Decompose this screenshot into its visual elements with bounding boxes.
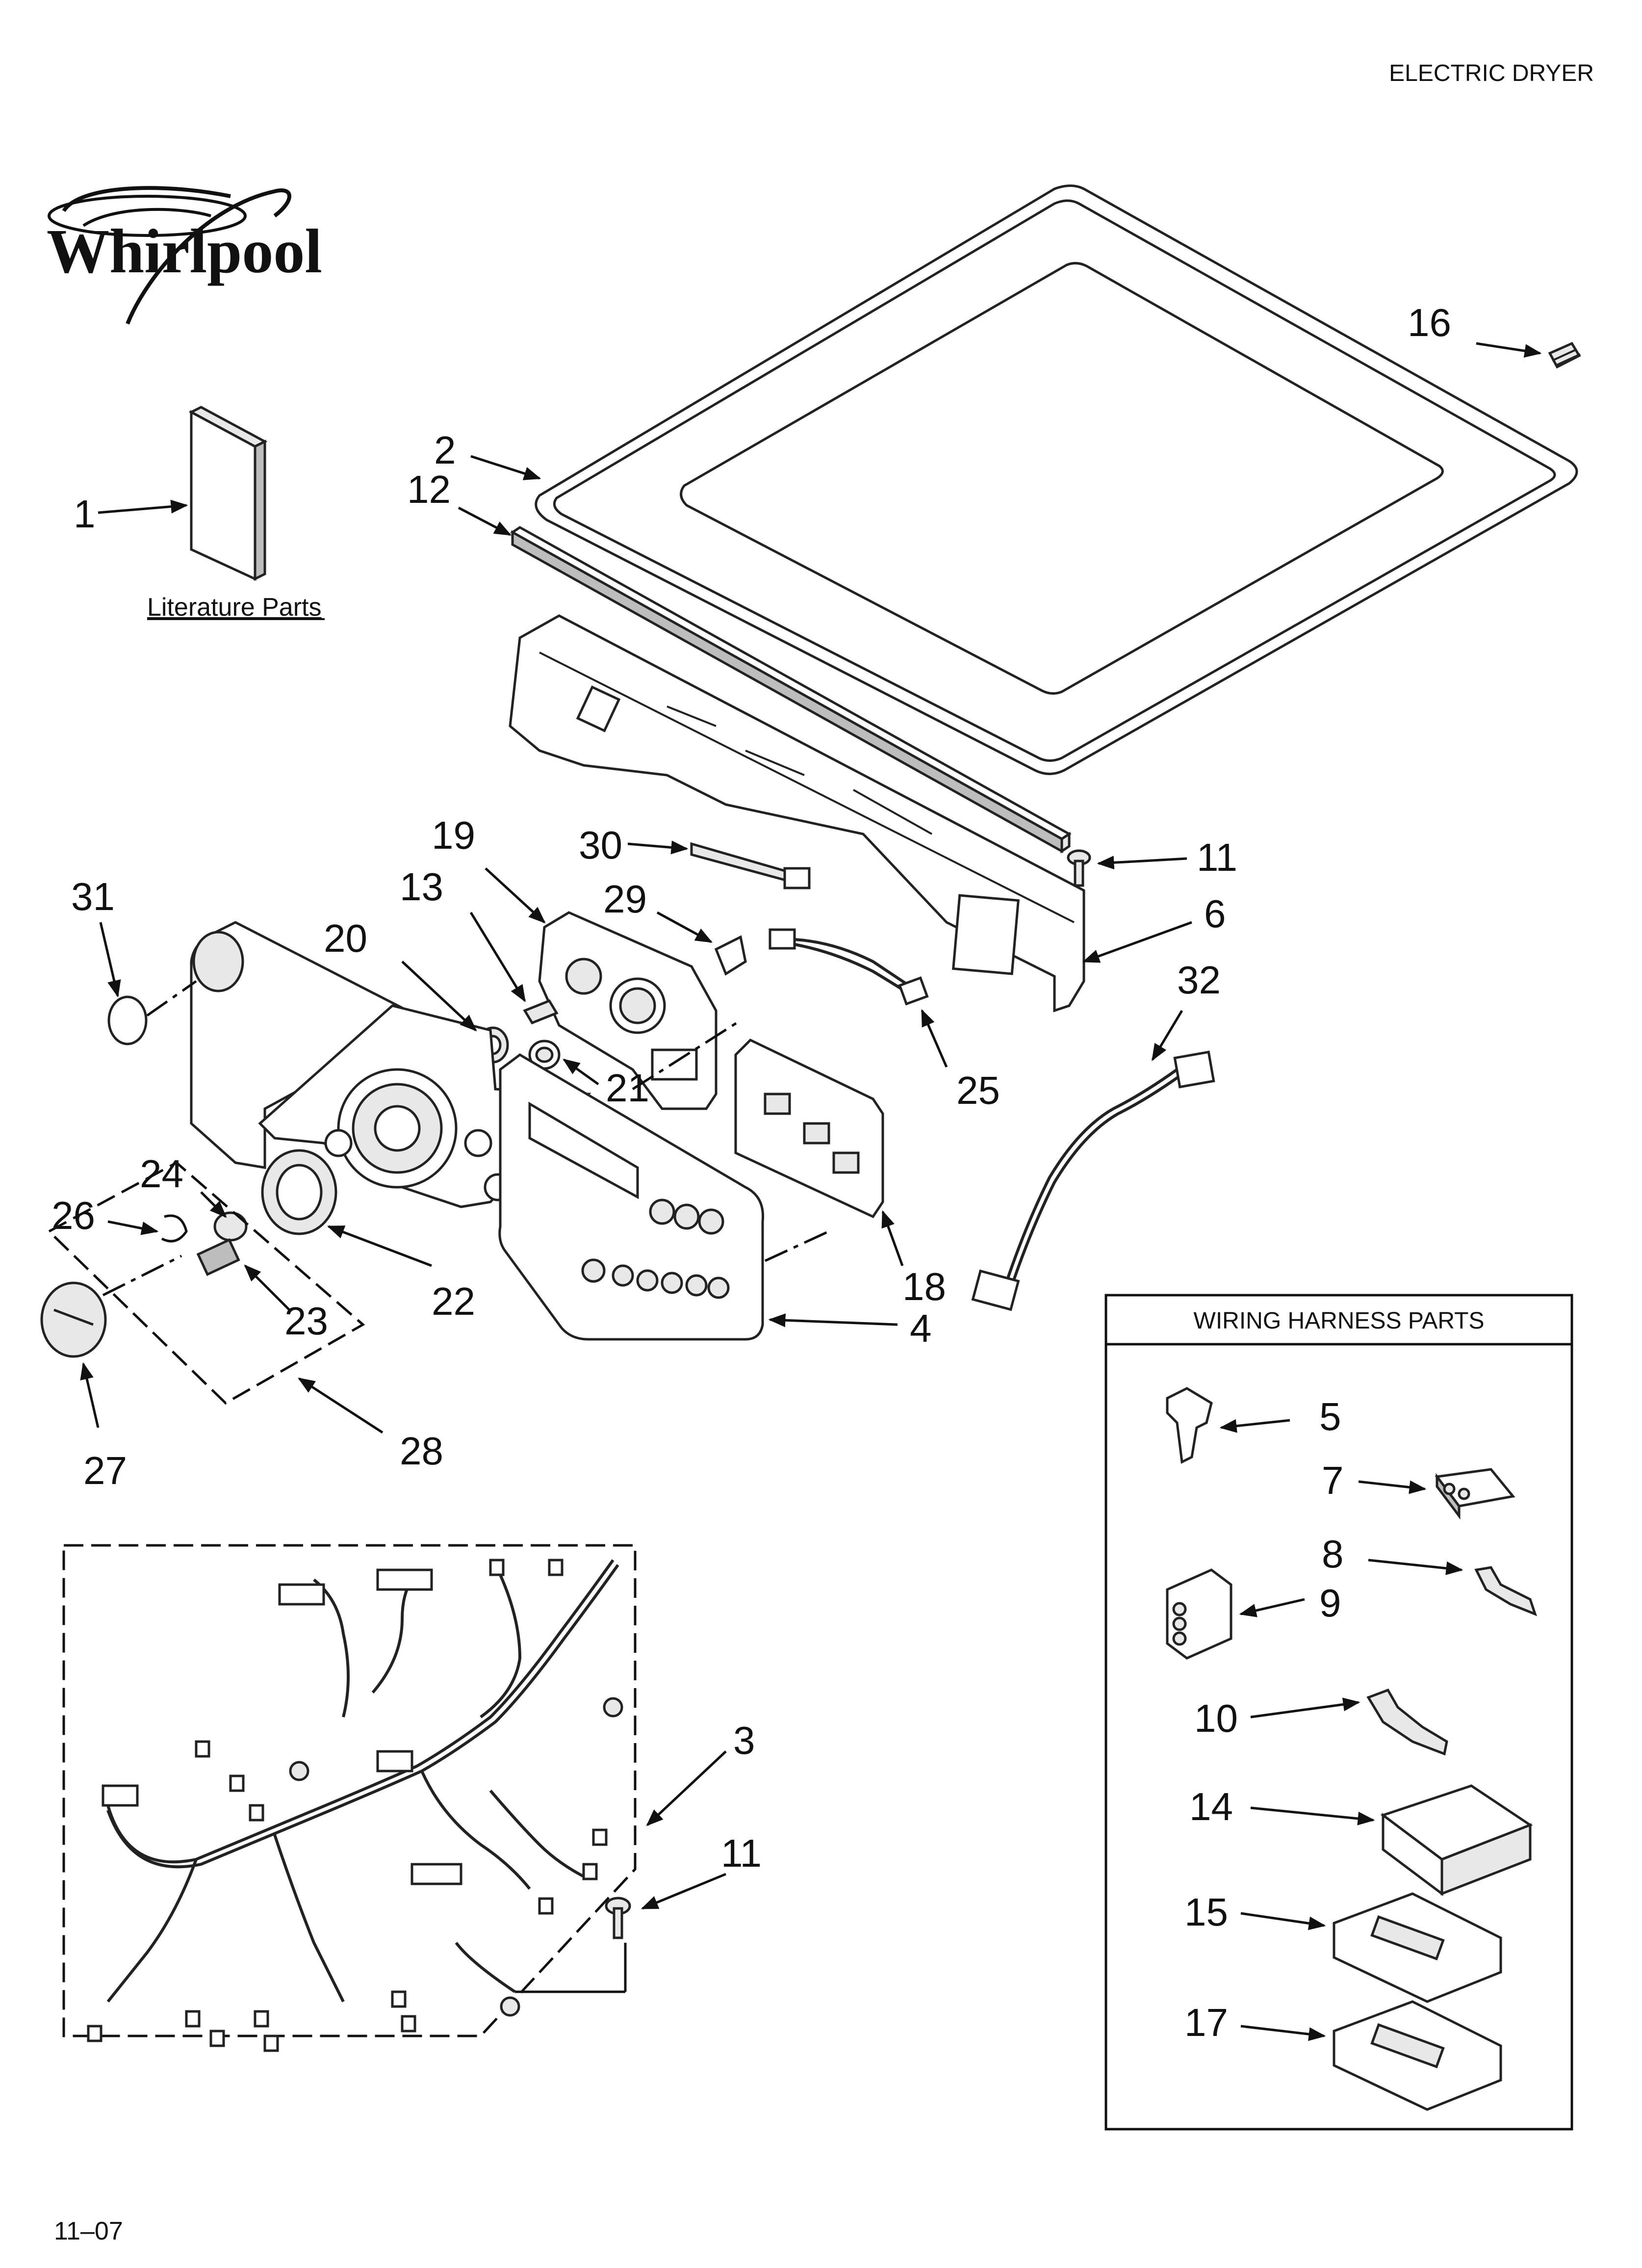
- callout-20: 20: [324, 916, 367, 960]
- callout-31: 31: [71, 875, 115, 918]
- callout-18: 18: [902, 1265, 946, 1308]
- switch-23: [196, 1238, 240, 1276]
- ring-31: [107, 980, 197, 1045]
- callout-17: 17: [1184, 2001, 1228, 2044]
- connector-9: [1166, 1568, 1232, 1660]
- whirlpool-logo: Whirlpool: [47, 186, 322, 325]
- callout-32: 32: [1177, 958, 1221, 1002]
- callout-1: 1: [74, 492, 96, 536]
- callout-13: 13: [400, 865, 443, 909]
- electronic-control: [538, 911, 718, 1110]
- logo-wordmark: Whirlpool: [47, 216, 322, 286]
- callout-10: 10: [1194, 1696, 1238, 1740]
- main-harness-outline: [62, 1544, 637, 2037]
- callout-28: 28: [400, 1429, 443, 1473]
- callout-15: 15: [1184, 1890, 1228, 1934]
- console-front: [498, 1053, 765, 1341]
- clip-5: [1166, 1387, 1213, 1464]
- callout-11-top: 11: [1197, 835, 1237, 879]
- screw-16: [1548, 341, 1581, 369]
- knob-group-outline: [47, 1161, 365, 1405]
- callout-21: 21: [606, 1066, 649, 1110]
- selector-knob-22: [261, 1149, 337, 1235]
- callout-25: 25: [956, 1069, 1000, 1112]
- callout-27: 27: [83, 1449, 127, 1492]
- clip-29: [714, 935, 747, 976]
- mounting-bracket: [509, 614, 1085, 1013]
- control-panel-strip: [510, 526, 1072, 854]
- callout-22: 22: [432, 1279, 475, 1323]
- page-title: ELECTRIC DRYER: [1389, 60, 1594, 86]
- callout-leaders: [80, 342, 1542, 2041]
- connector-14: [1380, 1784, 1533, 1896]
- wiring-harness-parts-box: WIRING HARNESS PARTS: [1104, 1294, 1573, 2131]
- terminal-8: [1474, 1566, 1538, 1616]
- callout-11-bottom: 11: [721, 1831, 762, 1875]
- wire-tie: [690, 842, 811, 889]
- callout-23: 23: [284, 1299, 328, 1343]
- screw-11-top: [1067, 849, 1091, 887]
- connector-17: [1333, 2000, 1502, 2111]
- screw-11-bottom: [515, 1897, 631, 1993]
- knob-part-13: [523, 999, 559, 1025]
- spring-26: [161, 1214, 188, 1243]
- callout-14: 14: [1189, 1785, 1233, 1828]
- connector-7: [1435, 1468, 1515, 1520]
- callout-19: 19: [432, 813, 475, 857]
- literature-parts-label: Literature Parts: [147, 593, 322, 622]
- callout-5: 5: [1319, 1395, 1341, 1438]
- control-board: [734, 1038, 884, 1219]
- callout-7: 7: [1322, 1459, 1344, 1502]
- date-code: 11–07: [54, 2217, 123, 2245]
- top-panel: [535, 184, 1578, 775]
- callout-8: 8: [1322, 1532, 1344, 1576]
- connector-15: [1333, 1892, 1502, 2003]
- callout-30: 30: [579, 823, 622, 867]
- literature-booklet: [188, 406, 268, 581]
- callout-2: 2: [434, 428, 456, 472]
- main-wire-harness: [87, 1559, 623, 2052]
- callout-12: 12: [407, 468, 451, 511]
- terminal-10: [1366, 1688, 1448, 1756]
- callout-24: 24: [140, 1152, 183, 1196]
- callout-16: 16: [1408, 301, 1451, 344]
- callout-3: 3: [733, 1719, 755, 1762]
- knob-part-21: [528, 1040, 561, 1070]
- callout-26: 26: [51, 1194, 95, 1237]
- wire-harness-32: [971, 1050, 1215, 1311]
- wire-lead-25: [769, 928, 929, 1006]
- callout-4: 4: [910, 1306, 932, 1350]
- wiring-harness-box-title: WIRING HARNESS PARTS: [1194, 1308, 1485, 1334]
- callout-6: 6: [1204, 892, 1226, 936]
- knob-shaft-24: [213, 1211, 248, 1242]
- callout-9: 9: [1319, 1581, 1341, 1625]
- callout-29: 29: [603, 877, 647, 921]
- knob-27: [40, 1254, 182, 1358]
